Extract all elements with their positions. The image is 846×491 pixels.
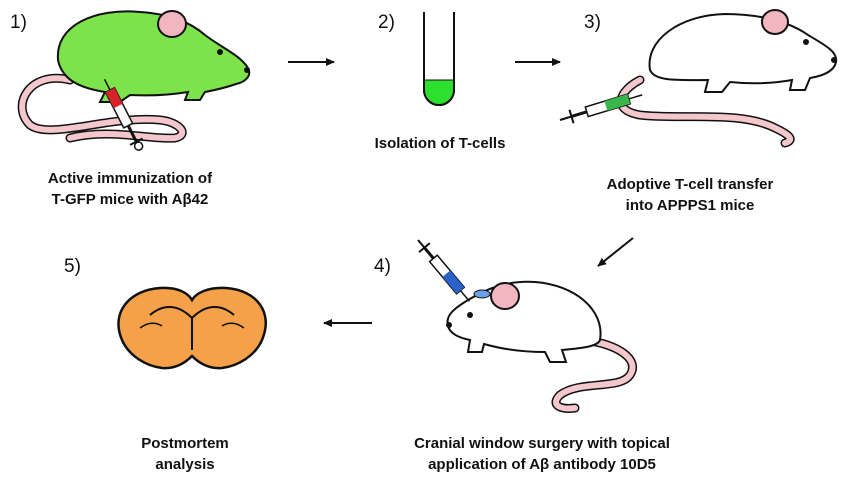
caption-line: Postmortem <box>141 435 229 452</box>
arrow-icon <box>597 237 634 267</box>
brain-slice-icon <box>117 286 267 370</box>
caption-line: Cranial window surgery with topical <box>414 435 670 452</box>
step-number-2: 2) <box>378 12 395 33</box>
step-caption-1: Active immunization of T-GFP mice with A… <box>10 168 250 210</box>
caption-line: Isolation of T-cells <box>374 135 506 152</box>
syringe-icon <box>417 239 470 302</box>
white-mouse-icon <box>616 9 838 148</box>
step-number-4: 4) <box>374 256 391 277</box>
step-number-3: 3) <box>584 12 601 33</box>
caption-line: Adoptive T-cell transfer <box>606 176 774 193</box>
step-caption-4: Cranial window surgery with topical appl… <box>372 433 712 475</box>
white-mouse-icon <box>446 280 637 413</box>
caption-line: into APPPS1 mice <box>625 197 755 214</box>
step-caption-3: Adoptive T-cell transfer into APPPS1 mic… <box>565 174 815 216</box>
caption-line: analysis <box>155 456 215 473</box>
syringe-icon <box>559 93 643 124</box>
step-number-1: 1) <box>10 12 27 33</box>
caption-line: application of Aβ antibody 10D5 <box>428 456 656 473</box>
caption-line: T-GFP mice with Aβ42 <box>51 191 209 208</box>
test-tube-icon <box>423 12 455 106</box>
step-caption-5: Postmortem analysis <box>100 433 270 475</box>
step-caption-2: Isolation of T-cells <box>330 133 550 154</box>
step-number-5: 5) <box>64 256 81 277</box>
gfp-mouse-icon <box>17 10 251 143</box>
syringe-icon <box>103 78 144 151</box>
caption-line: Active immunization of <box>47 170 213 187</box>
